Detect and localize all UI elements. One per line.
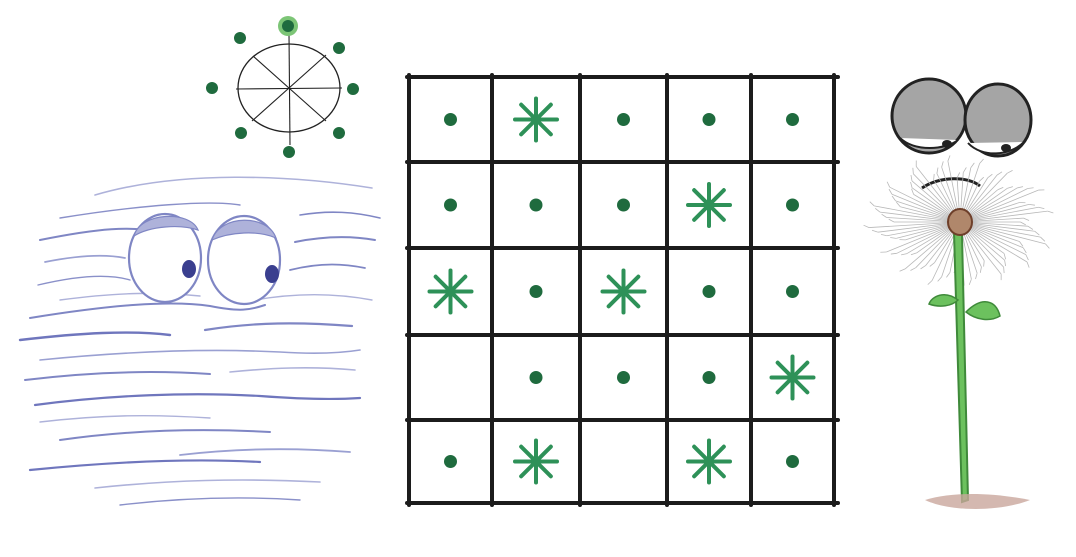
board-cell-r1c1[interactable] <box>409 77 492 162</box>
dandelion-sprout-icon <box>600 268 647 315</box>
seed-icon <box>786 455 799 468</box>
board-grid-lines <box>405 73 840 507</box>
seed-icon <box>786 198 799 212</box>
board-cell-r3c1[interactable] <box>409 248 492 335</box>
board-cell-r5c3[interactable] <box>580 420 667 503</box>
seed-icon <box>702 371 716 384</box>
board-cell-r5c5[interactable] <box>751 420 834 503</box>
wind-compass <box>206 16 359 158</box>
dandelion-leaf-right <box>964 301 1001 321</box>
board-cell-r4c1[interactable] <box>409 335 492 420</box>
compass-dir-n[interactable] <box>278 16 298 36</box>
compass-dir-w[interactable] <box>206 82 218 94</box>
compass-dir-sw[interactable] <box>235 127 247 139</box>
compass-dir-se[interactable] <box>333 127 345 139</box>
board-cell-r2c5[interactable] <box>751 162 834 248</box>
seed-icon <box>617 371 630 384</box>
board-cell-r3c3[interactable] <box>580 248 667 335</box>
wind-eyes <box>127 212 282 306</box>
seed-icon <box>786 113 799 126</box>
seed-icon <box>702 113 716 126</box>
board-cell-r5c4[interactable] <box>667 420 751 503</box>
game-board <box>405 73 840 507</box>
board-cell-r1c5[interactable] <box>751 77 834 162</box>
board-cell-r5c2[interactable] <box>492 420 580 503</box>
dandelion-sprout-icon <box>769 354 816 401</box>
board-cell-r2c4[interactable] <box>667 162 751 248</box>
seed-icon <box>617 113 630 126</box>
board-cell-r2c1[interactable] <box>409 162 492 248</box>
seed-icon <box>529 285 543 298</box>
compass-dir-nw[interactable] <box>234 32 246 44</box>
seed-icon <box>444 198 457 212</box>
seed-icon <box>702 285 716 298</box>
board-cell-r3c4[interactable] <box>667 248 751 335</box>
board-cell-r1c2[interactable] <box>492 77 580 162</box>
dandelion-stem <box>952 230 970 504</box>
compass-spokes <box>235 33 343 146</box>
seed-icon <box>529 198 543 212</box>
dandelion-leaf-left <box>928 294 960 307</box>
dandelion-sprout-icon <box>513 96 559 143</box>
board-cell-r4c5[interactable] <box>751 335 834 420</box>
dandelion-face-icon <box>863 77 1054 509</box>
dandelion-eyes <box>890 77 1033 158</box>
board-cell-r1c4[interactable] <box>667 77 751 162</box>
board-cell-r3c5[interactable] <box>751 248 834 335</box>
board-cell-r5c1[interactable] <box>409 420 492 503</box>
soil-patch <box>925 494 1030 509</box>
dandelion-sprout-icon <box>686 182 732 228</box>
board-cell-r2c3[interactable] <box>580 162 667 248</box>
dandelion-sprout-icon <box>513 438 559 485</box>
dandelion-frown <box>921 177 981 190</box>
board-cell-r4c2[interactable] <box>492 335 580 420</box>
dandelion-sprout-icon <box>427 268 474 315</box>
wind-face-icon <box>18 176 381 506</box>
seed-icon <box>617 198 630 212</box>
seed-icon <box>529 371 543 384</box>
seed-icon <box>444 113 457 126</box>
wind-streaks <box>18 176 381 506</box>
compass-dir-s[interactable] <box>283 146 295 158</box>
compass-dir-e[interactable] <box>347 83 359 95</box>
seed-icon <box>786 285 799 298</box>
compass-dir-ne[interactable] <box>333 42 345 54</box>
board-cell-r1c3[interactable] <box>580 77 667 162</box>
board-cell-r4c3[interactable] <box>580 335 667 420</box>
dandelion-sprout-icon <box>686 438 732 485</box>
dandelion-seed-head <box>947 208 973 236</box>
board-cell-r3c2[interactable] <box>492 248 580 335</box>
board-cell-r2c2[interactable] <box>492 162 580 248</box>
seed-icon <box>444 455 457 468</box>
board-cell-r4c4[interactable] <box>667 335 751 420</box>
